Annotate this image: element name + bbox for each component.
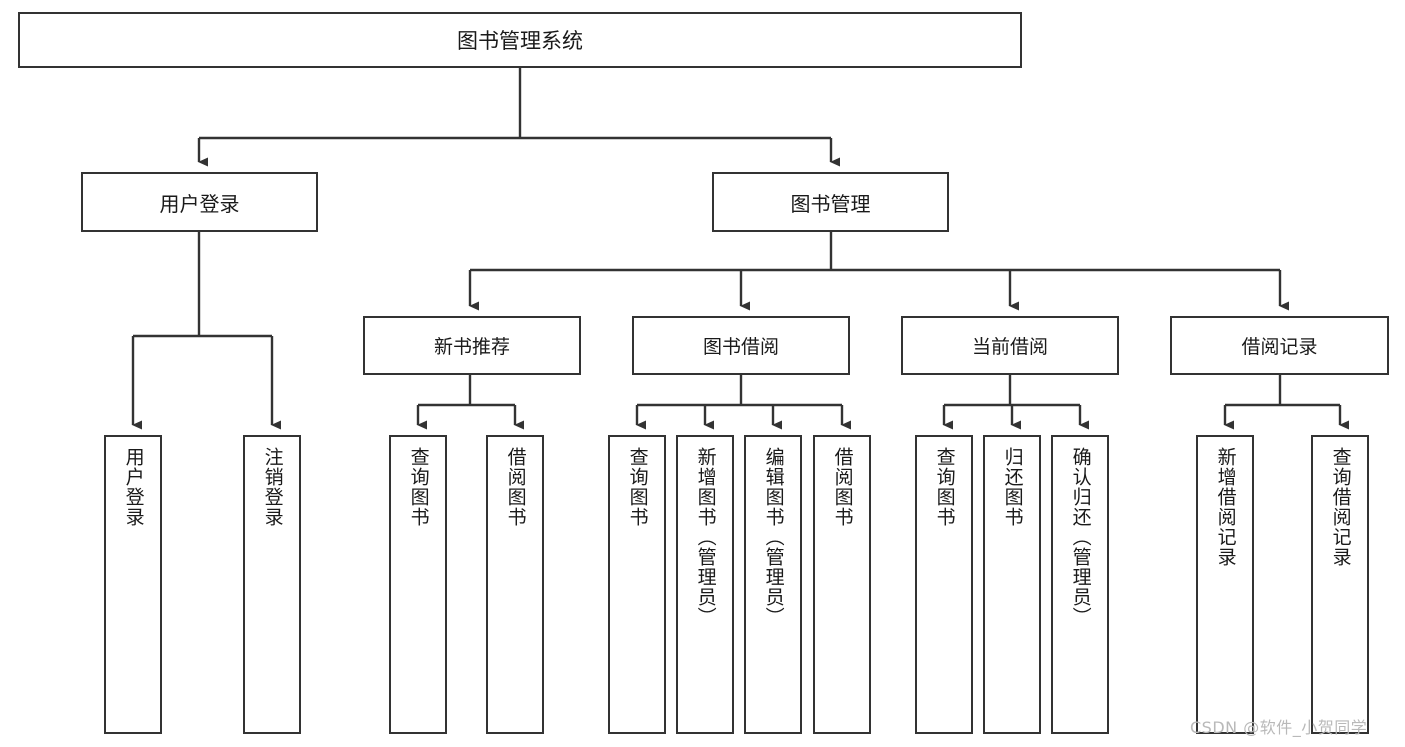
- node-label: 查询图书: [626, 447, 649, 527]
- node-label: 注销登录: [261, 447, 284, 527]
- node-label: 查询图书: [407, 447, 430, 527]
- node-user-login[interactable]: 用户登录: [81, 172, 318, 232]
- node-label: 归还图书: [1001, 447, 1024, 527]
- node-label: 图书管理: [790, 191, 871, 216]
- node-label: 新书推荐: [433, 336, 510, 358]
- node-label: 当前借阅: [971, 336, 1048, 358]
- node-label: 借阅图书: [504, 447, 527, 527]
- node-label: 图书管理系统: [457, 29, 583, 53]
- node-current-borrow[interactable]: 当前借阅: [901, 316, 1119, 375]
- node-label: 借阅图书: [831, 447, 854, 527]
- leaf-query-book-3[interactable]: 查询图书: [915, 435, 973, 734]
- leaf-query-book-2[interactable]: 查询图书: [608, 435, 666, 734]
- node-book-manage[interactable]: 图书管理: [712, 172, 949, 232]
- node-borrow-record[interactable]: 借阅记录: [1170, 316, 1389, 375]
- node-root-system[interactable]: 图书管理系统: [18, 12, 1022, 68]
- node-label: 借阅记录: [1241, 336, 1318, 358]
- node-label: 新增借阅记录: [1214, 447, 1237, 567]
- leaf-return-book[interactable]: 归还图书: [983, 435, 1041, 734]
- node-label: 用户登录: [159, 191, 240, 216]
- leaf-borrow-book-1[interactable]: 借阅图书: [486, 435, 544, 734]
- leaf-confirm-return[interactable]: 确认归还（管理员）: [1051, 435, 1109, 734]
- node-label: 查询图书: [933, 447, 956, 527]
- leaf-add-book[interactable]: 新增图书（管理员）: [676, 435, 734, 734]
- node-label: 确认归还（管理员）: [1069, 447, 1092, 627]
- watermark: CSDN @软件_小贺同学: [1190, 718, 1368, 737]
- node-label: 编辑图书（管理员）: [762, 447, 785, 627]
- leaf-user-login[interactable]: 用户登录: [104, 435, 162, 734]
- node-label: 查询借阅记录: [1329, 447, 1352, 567]
- leaf-edit-book[interactable]: 编辑图书（管理员）: [744, 435, 802, 734]
- node-label: 新增图书（管理员）: [694, 447, 717, 627]
- leaf-add-record[interactable]: 新增借阅记录: [1196, 435, 1254, 734]
- leaf-query-record[interactable]: 查询借阅记录: [1311, 435, 1369, 734]
- leaf-logout[interactable]: 注销登录: [243, 435, 301, 734]
- node-label: 图书借阅: [702, 336, 779, 358]
- leaf-borrow-book-2[interactable]: 借阅图书: [813, 435, 871, 734]
- node-label: 用户登录: [122, 447, 145, 527]
- leaf-query-book-1[interactable]: 查询图书: [389, 435, 447, 734]
- node-book-borrow[interactable]: 图书借阅: [632, 316, 850, 375]
- node-new-book-rec[interactable]: 新书推荐: [363, 316, 581, 375]
